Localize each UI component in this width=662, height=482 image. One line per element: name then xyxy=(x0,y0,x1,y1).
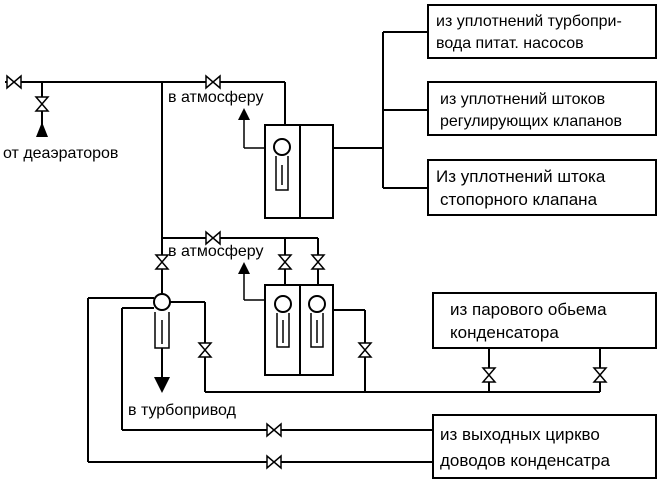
lower-ejector-valve-1 xyxy=(278,254,292,270)
deaerator-arrow-icon xyxy=(36,122,48,137)
box-stop-valve-stem: Из уплотнений штока стопорного клапана xyxy=(427,159,657,216)
box-stop-valve-stem-line1: Из уплотнений штока xyxy=(436,167,606,186)
box-condenser-outlet: из выходных циркво доводов конденсатра xyxy=(432,414,657,479)
outlet-valve-lower xyxy=(266,455,282,469)
box-control-valve-stems: из уплотнений штоков регулирующих клапан… xyxy=(427,81,657,136)
box-control-valve-stems-line2: регулирующих клапанов xyxy=(440,113,622,130)
box-stop-valve-stem-line2: стопорного клапана xyxy=(440,190,598,209)
box-condenser-steam-volume-line2: конденсатора xyxy=(450,323,559,342)
box-condenser-outlet-line1: из выходных циркво xyxy=(440,425,600,444)
label-to-turbodrive: в турбопривод xyxy=(128,402,237,419)
steam-valve-d xyxy=(593,367,607,383)
outlet-valve-upper xyxy=(266,423,282,437)
condenser-outlet-piping xyxy=(87,297,433,463)
deaerator-valve xyxy=(35,96,49,112)
lower-ejector-block xyxy=(264,284,334,376)
label-to-atmosphere-mid: в атмосферу xyxy=(168,243,264,260)
box-control-valve-stems-line1: из уплотнений штоков xyxy=(440,91,605,108)
box-condenser-steam-volume: из парового обьема конденсатора xyxy=(432,292,657,349)
box-turbodrive-seals-line1: из уплотнений турбопри- xyxy=(436,13,622,30)
main-steam-header xyxy=(5,81,285,298)
upper-ejector xyxy=(264,124,334,219)
starting-ejector-valve xyxy=(155,254,169,270)
upper-collector xyxy=(382,31,428,189)
steam-valve-c xyxy=(482,367,496,383)
box-condenser-steam-volume-line1: из парового обьема xyxy=(450,300,607,319)
box-turbodrive-seals: из уплотнений турбопри- вода питат. насо… xyxy=(427,4,657,59)
starting-ejector xyxy=(153,293,171,393)
atmosphere-valve-top xyxy=(205,75,221,89)
steam-valve-b xyxy=(358,342,372,358)
steam-valve-a xyxy=(198,342,212,358)
lower-ejector-valve-2 xyxy=(311,254,325,270)
label-to-atmosphere-top: в атмосферу xyxy=(168,89,264,106)
box-turbodrive-seals-line2: вода питат. насосов xyxy=(436,35,584,52)
box-condenser-outlet-line2: доводов конденсатра xyxy=(440,451,610,470)
label-from-deaerators: от деаэраторов xyxy=(3,145,118,162)
upper-ejector-piping xyxy=(238,82,383,149)
header-inlet-valve xyxy=(6,75,22,89)
